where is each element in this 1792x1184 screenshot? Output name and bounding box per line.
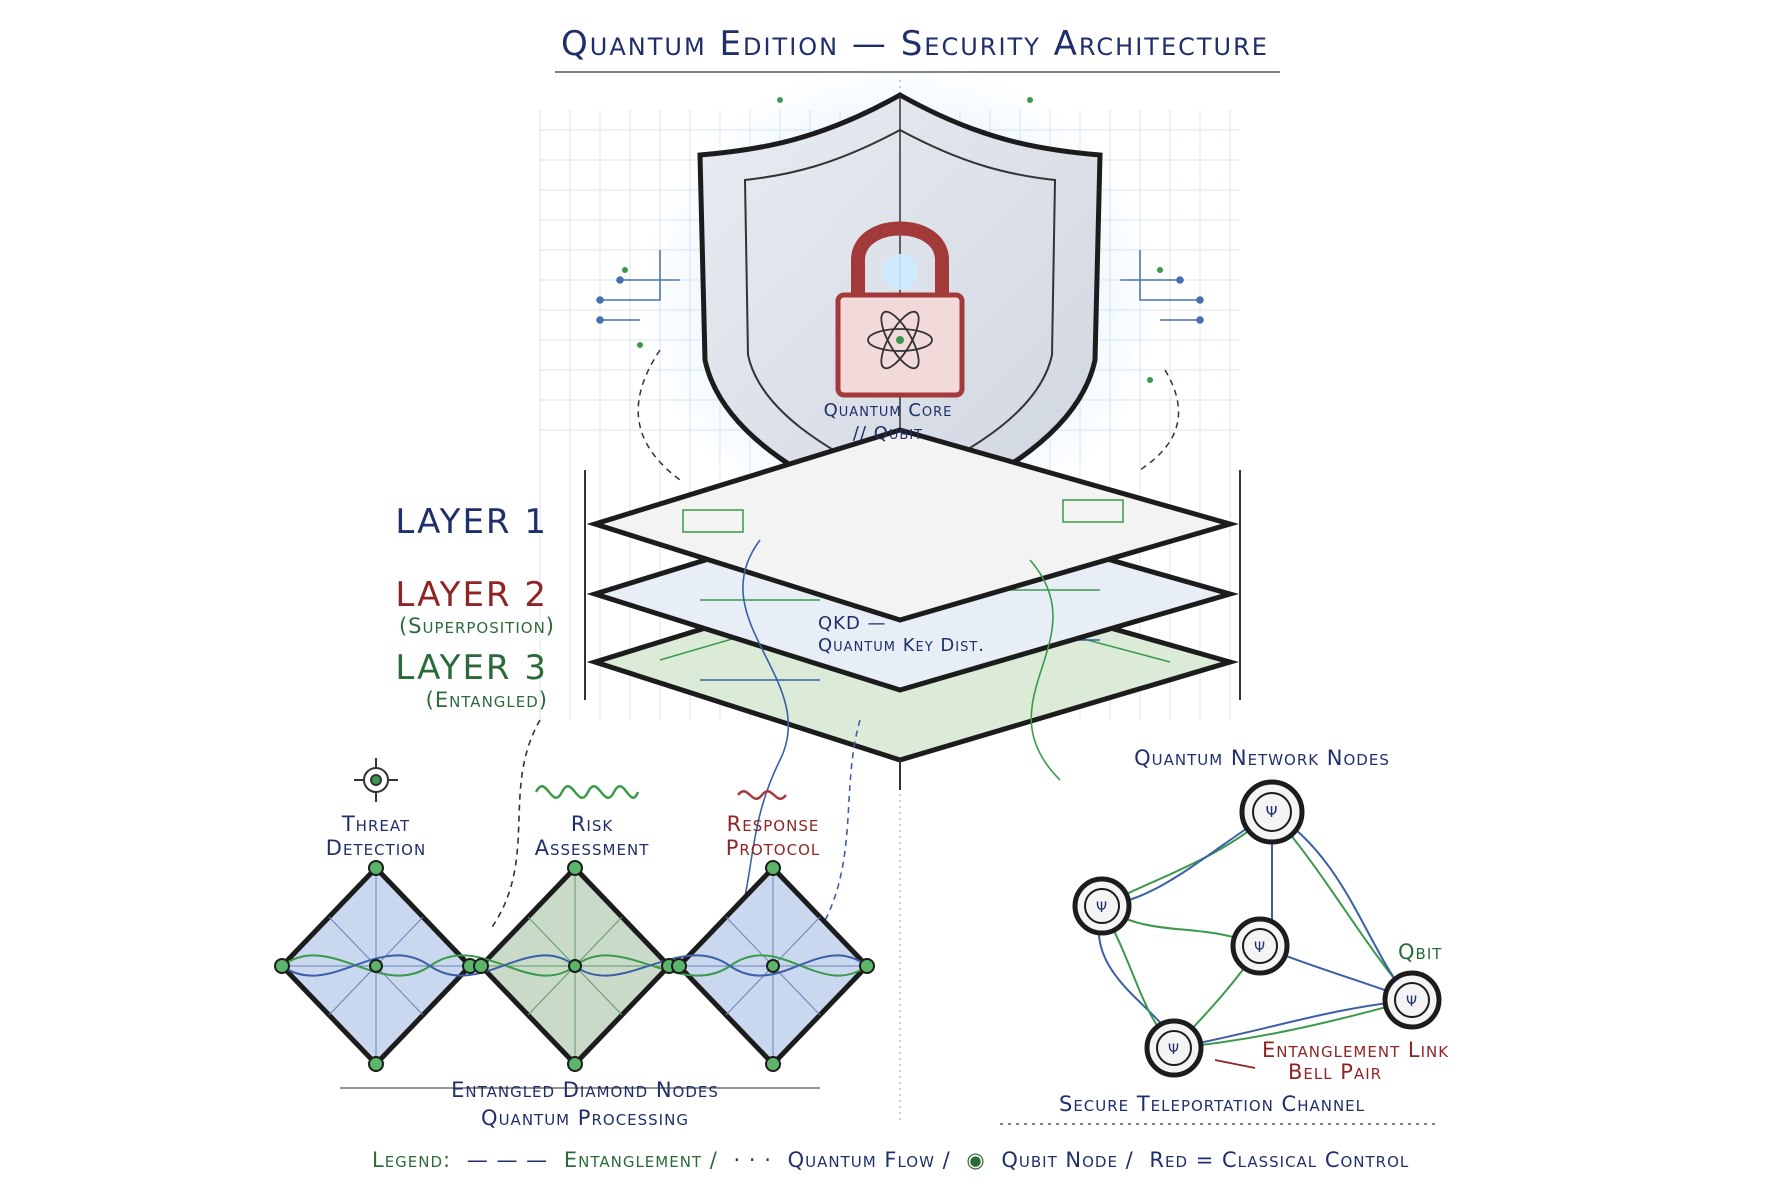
legend-flow: Quantum Flow /	[787, 1148, 951, 1172]
network-node-top	[1239, 779, 1305, 845]
flow-arrow-left	[637, 349, 681, 481]
layer-1-name: LAYER 1	[395, 502, 548, 542]
legend-classical: Red = Classical Control	[1149, 1148, 1410, 1172]
plate-posts	[584, 470, 1241, 790]
psi-node-bottom: ψ	[1167, 1035, 1181, 1059]
diamond-caption-line1: Entangled Diamond Nodes	[451, 1078, 719, 1102]
network-title: Quantum Network Nodes	[1134, 746, 1390, 770]
psi-node-left: ψ	[1095, 893, 1109, 917]
risk-label-line1: Risk	[570, 812, 614, 836]
network-node-bottom	[1144, 1018, 1204, 1078]
risk-label-line2: Assessment	[534, 836, 650, 860]
page-title: Quantum Edition — Security Architecture	[561, 24, 1269, 64]
legend-prefix: Legend:	[372, 1148, 452, 1172]
core-label-line2: // Qubit	[852, 423, 924, 444]
qbit-label: Qbit	[1398, 940, 1443, 964]
legend-node-icon: ◉	[966, 1148, 986, 1172]
network-node-right	[1382, 970, 1442, 1030]
flow-arrow-right	[1139, 369, 1180, 471]
bell-pair-label: Bell Pair	[1288, 1060, 1383, 1084]
network-node-center	[1230, 916, 1290, 976]
layer-3-sub: (Entangled)	[425, 688, 548, 712]
psi-node-center: ψ	[1253, 933, 1267, 957]
network-nodes	[1072, 779, 1442, 1078]
entanglement-link-label: Entanglement Link	[1262, 1038, 1450, 1062]
psi-node-right: ψ	[1405, 987, 1419, 1011]
entangled-diamonds	[274, 860, 875, 1072]
network-node-left	[1072, 876, 1132, 936]
threat-label-line1: Threat	[341, 812, 411, 836]
legend: Legend: — — — Entanglement / · · · Quant…	[368, 1148, 1413, 1172]
quantum-lock-icon	[835, 221, 965, 398]
legend-dash-sample: — — —	[466, 1148, 549, 1172]
layer-2-name: LAYER 2	[395, 575, 548, 615]
qkd-label-line2: Quantum Key Dist.	[818, 635, 985, 656]
psi-node-top: ψ	[1265, 798, 1279, 823]
threat-label-line2: Detection	[325, 836, 427, 860]
diamond-caption-line2: Quantum Processing	[481, 1106, 689, 1130]
layer-2-sub: (Superposition)	[398, 614, 555, 638]
legend-node: Qubit Node /	[1001, 1148, 1134, 1172]
risk-wave-icon	[534, 784, 640, 800]
threat-detection-icon	[354, 758, 398, 802]
layer-plate-1	[586, 427, 1240, 623]
legend-entanglement: Entanglement /	[563, 1148, 718, 1172]
core-label-line1: Quantum Core	[823, 400, 953, 421]
layer-3-name: LAYER 3	[395, 648, 548, 688]
response-label-line1: Response	[726, 812, 820, 836]
link-arrow	[1214, 1059, 1256, 1069]
response-wave-icon	[737, 790, 787, 800]
response-label-line2: Protocol	[725, 836, 821, 860]
diamond-node-dots	[274, 860, 875, 1072]
teleportation-channel-label: Secure Teleportation Channel	[1058, 1092, 1366, 1116]
qkd-label-line1: QKD —	[818, 613, 887, 634]
legend-dots-sample: · · ·	[733, 1148, 772, 1172]
